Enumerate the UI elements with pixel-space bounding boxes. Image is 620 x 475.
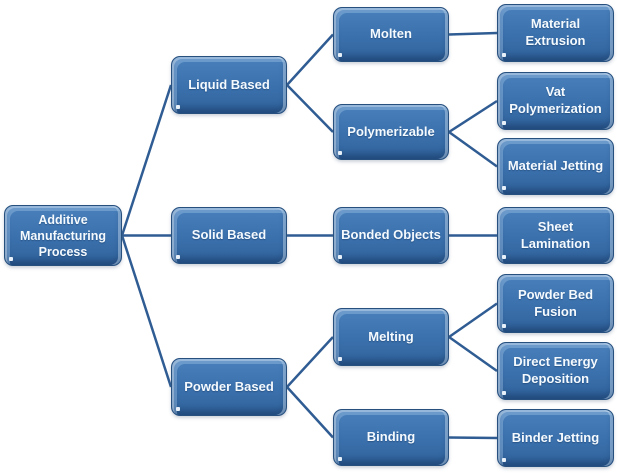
node-label-root: Additive Manufacturing Process: [19, 212, 107, 259]
node-bonded-objects: Bonded Objects: [333, 207, 449, 264]
connector-polymerizable-vat-polymerization: [448, 99, 498, 134]
node-label-binder-jetting: Binder Jetting: [511, 429, 600, 445]
node-label-vat-polymerization: Vat Polymerization: [509, 84, 602, 116]
node-label-melting: Melting: [368, 328, 414, 344]
node-molten: Molten: [333, 7, 449, 62]
node-powder-based: Powder Based: [171, 358, 287, 416]
node-material-jetting: Material Jetting: [497, 138, 614, 195]
connector-binding-binder-jetting: [448, 436, 498, 440]
connector-root-liquid-based: [120, 84, 173, 236]
node-label-binding: Binding: [366, 429, 416, 445]
node-label-sheet-lamination: Sheet Lamination: [520, 218, 591, 251]
node-label-molten: Molten: [370, 26, 412, 42]
node-liquid-based: Liquid Based: [171, 56, 287, 114]
node-binding: Binding: [333, 409, 449, 466]
connector-root-powder-based: [120, 235, 173, 388]
node-label-powder-based: Powder Based: [184, 378, 274, 394]
node-material-extrusion: Material Extrusion: [497, 4, 614, 62]
connector-melting-powder-bed-fusion: [448, 302, 498, 339]
node-vat-polymerization: Vat Polymerization: [497, 72, 614, 130]
node-direct-energy-deposition: Direct Energy Deposition: [497, 342, 614, 400]
connector-polymerizable-material-jetting: [448, 130, 498, 168]
node-label-bonded-objects: Bonded Objects: [341, 227, 441, 243]
node-label-liquid-based: Liquid Based: [188, 76, 270, 92]
node-label-solid-based: Solid Based: [191, 227, 267, 243]
node-label-powder-bed-fusion: Powder Bed Fusion: [517, 286, 594, 319]
node-label-material-extrusion: Material Extrusion: [525, 16, 586, 48]
connector-melting-direct-energy-deposition: [448, 335, 498, 373]
connector-powder-based-binding: [286, 386, 334, 439]
connector-liquid-based-polymerizable: [286, 84, 334, 133]
node-label-material-jetting: Material Jetting: [507, 158, 604, 174]
node-polymerizable: Polymerizable: [333, 104, 449, 160]
connector-molten-material-extrusion: [448, 31, 498, 36]
node-solid-based: Solid Based: [171, 207, 287, 264]
node-label-polymerizable: Polymerizable: [347, 123, 435, 139]
node-label-direct-energy-deposition: Direct Energy Deposition: [513, 354, 598, 386]
node-melting: Melting: [333, 308, 449, 366]
node-root: Additive Manufacturing Process: [4, 205, 122, 266]
connector-liquid-based-molten: [286, 33, 334, 86]
node-powder-bed-fusion: Powder Bed Fusion: [497, 274, 614, 333]
node-binder-jetting: Binder Jetting: [497, 409, 614, 467]
connector-powder-based-melting: [286, 336, 334, 388]
node-sheet-lamination: Sheet Lamination: [497, 207, 614, 264]
